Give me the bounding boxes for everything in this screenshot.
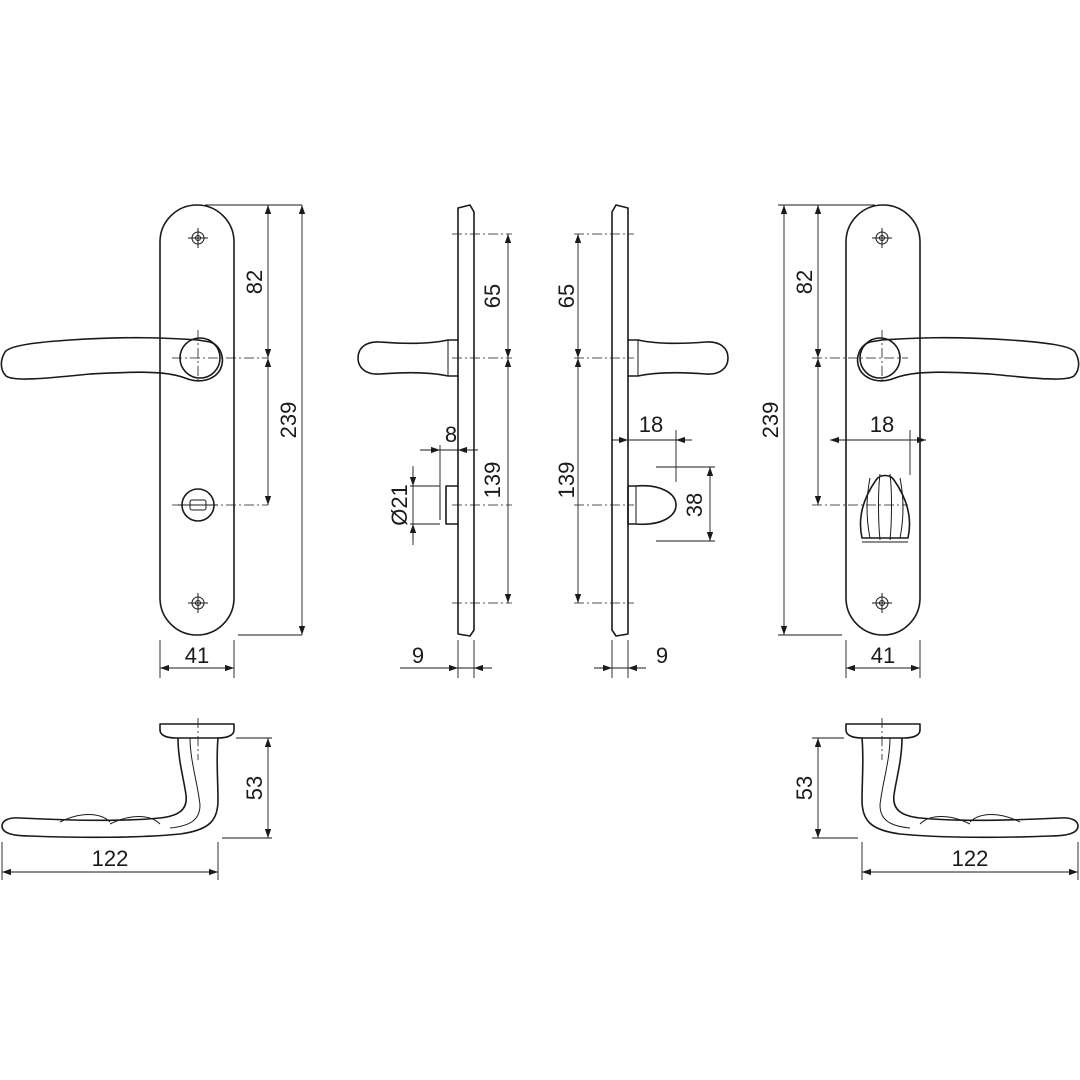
rose-right-front: [859, 337, 901, 379]
top-view-lever-right: 53 122: [792, 718, 1079, 880]
label-9-left: 9: [412, 643, 424, 668]
label-139-right: 139: [554, 462, 579, 499]
lever-left-front: [0, 336, 224, 382]
label-18-side: 18: [639, 412, 663, 437]
screw-top-left: [188, 228, 208, 248]
screw-bottom-left: [188, 593, 208, 613]
label-65-right: 65: [554, 284, 579, 308]
turn-knob-right: [859, 473, 911, 543]
side-plate-right: [611, 204, 629, 637]
lever-side-left: [357, 339, 459, 377]
label-139-left: 139: [480, 462, 505, 499]
label-239-right: 239: [758, 402, 783, 439]
lever-top-right: [861, 737, 1079, 839]
label-8: 8: [445, 422, 457, 447]
lever-top-left: [1, 737, 219, 839]
side-view-left: 8 Ø21 65 139 9: [357, 204, 512, 678]
turn-knob-side-right: [627, 484, 677, 526]
label-53-left: 53: [242, 776, 267, 800]
rose-side-left: [445, 485, 459, 525]
label-41-left: 41: [185, 643, 209, 668]
lever-side-right: [627, 339, 729, 377]
top-view-lever-left: 53 122: [1, 718, 272, 880]
lever-right-front: [856, 336, 1080, 382]
label-239-left: 239: [276, 402, 301, 439]
label-41-right: 41: [871, 643, 895, 668]
screw-bottom-right: [872, 593, 892, 613]
label-65-left: 65: [480, 284, 505, 308]
backplate-right: [845, 204, 921, 636]
side-plate-left: [457, 204, 475, 637]
front-view-right: 82 239 18 41: [758, 204, 1080, 678]
side-view-right: 18 38 65 139 9: [554, 204, 729, 678]
label-122-left: 122: [92, 846, 129, 871]
backplate-left: [159, 204, 235, 636]
label-82-left: 82: [242, 270, 267, 294]
label-38: 38: [682, 493, 707, 517]
label-82-right: 82: [792, 270, 817, 294]
label-21: Ø21: [387, 484, 412, 526]
rose-top-right: [845, 723, 921, 739]
rose-top-left: [159, 723, 235, 739]
screw-top-right: [872, 228, 892, 248]
label-53-right: 53: [792, 776, 817, 800]
front-view-left: 82 239 41: [0, 204, 306, 678]
label-18-front: 18: [870, 412, 894, 437]
label-9-right: 9: [656, 643, 668, 668]
label-122-right: 122: [952, 846, 989, 871]
